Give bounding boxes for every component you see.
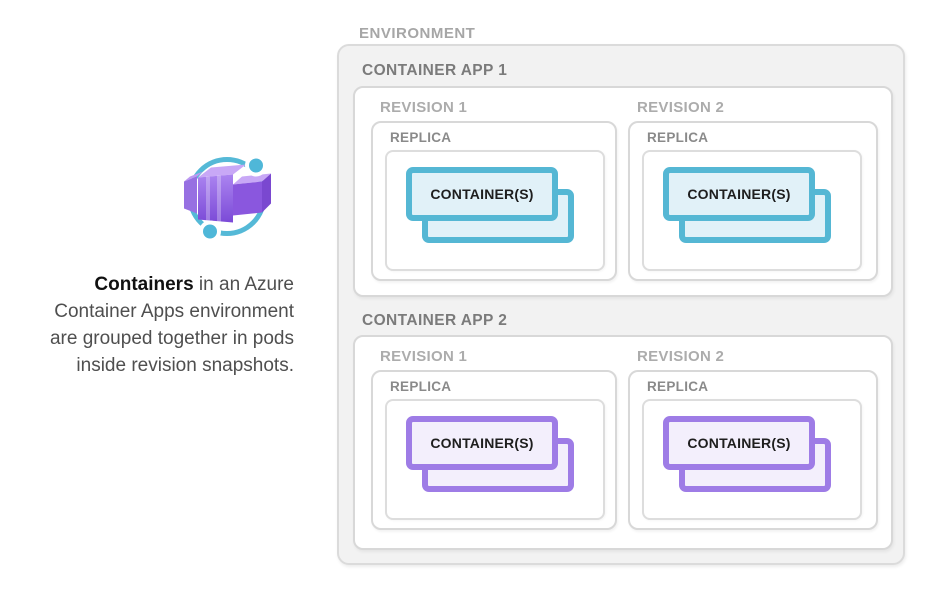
container-front-box: CONTAINER(S) bbox=[406, 167, 558, 221]
description-line: Container Apps environment bbox=[54, 301, 294, 322]
container-label: CONTAINER(S) bbox=[687, 435, 791, 451]
container-front-box: CONTAINER(S) bbox=[663, 416, 815, 470]
container-front-box: CONTAINER(S) bbox=[406, 416, 558, 470]
environment-box: CONTAINER APP 1 REVISION 1 REPLICA CONTA… bbox=[337, 44, 905, 565]
replica-box: CONTAINER(S) bbox=[642, 150, 862, 271]
replica-box: CONTAINER(S) bbox=[385, 399, 605, 520]
azure-container-apps-icon bbox=[181, 150, 280, 246]
revision-2-box: REPLICA CONTAINER(S) bbox=[628, 370, 878, 530]
container-label: CONTAINER(S) bbox=[430, 435, 534, 451]
container-app-1-box: REVISION 1 REPLICA CONTAINER(S) REVISION… bbox=[353, 86, 893, 297]
replica-label: REPLICA bbox=[390, 130, 452, 145]
environment-label: ENVIRONMENT bbox=[359, 25, 476, 42]
container-label: CONTAINER(S) bbox=[430, 186, 534, 202]
right-cube bbox=[233, 173, 271, 216]
revision-2-box: REPLICA CONTAINER(S) bbox=[628, 121, 878, 281]
revision-1-box: REPLICA CONTAINER(S) bbox=[371, 121, 617, 281]
revision-2-label: REVISION 2 bbox=[637, 348, 725, 365]
azure-container-apps-icon-svg bbox=[184, 154, 271, 243]
container-stack: CONTAINER(S) bbox=[663, 167, 831, 243]
description-line: inside revision snapshots. bbox=[76, 355, 294, 376]
container-stack: CONTAINER(S) bbox=[406, 167, 574, 243]
description-line: Containers in an Azure bbox=[94, 274, 294, 295]
revision-1-box: REPLICA CONTAINER(S) bbox=[371, 370, 617, 530]
description-bold-word: Containers bbox=[94, 274, 194, 295]
container-app-2-box: REVISION 1 REPLICA CONTAINER(S) REVISION… bbox=[353, 335, 893, 550]
replica-label: REPLICA bbox=[390, 379, 452, 394]
container-app-1-label: CONTAINER APP 1 bbox=[362, 62, 508, 79]
description-text: Containers in an Azure Container Apps en… bbox=[0, 271, 294, 379]
container-app-2-label: CONTAINER APP 2 bbox=[362, 312, 508, 329]
container-front-box: CONTAINER(S) bbox=[663, 167, 815, 221]
orbit-dot-top bbox=[245, 154, 267, 177]
description-line: are grouped together in pods bbox=[49, 328, 294, 349]
replica-box: CONTAINER(S) bbox=[642, 399, 862, 520]
container-stack: CONTAINER(S) bbox=[406, 416, 574, 492]
left-cube bbox=[184, 171, 203, 214]
container-stack: CONTAINER(S) bbox=[663, 416, 831, 492]
orbit-dot-bottom bbox=[199, 220, 221, 243]
revision-1-label: REVISION 1 bbox=[380, 348, 468, 365]
container-label: CONTAINER(S) bbox=[687, 186, 791, 202]
revision-1-label: REVISION 1 bbox=[380, 99, 468, 116]
replica-label: REPLICA bbox=[647, 379, 709, 394]
revision-2-label: REVISION 2 bbox=[637, 99, 725, 116]
replica-label: REPLICA bbox=[647, 130, 709, 145]
replica-box: CONTAINER(S) bbox=[385, 150, 605, 271]
center-cube bbox=[198, 164, 246, 223]
